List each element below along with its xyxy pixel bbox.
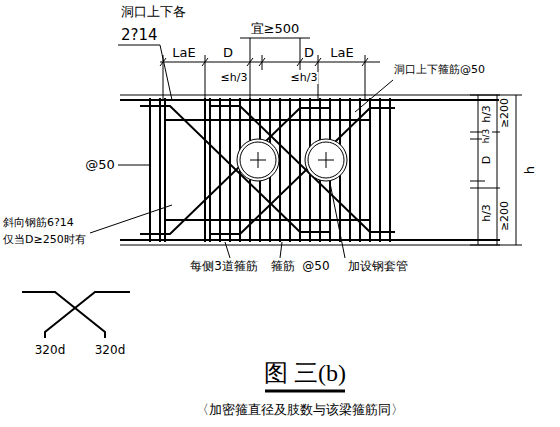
dimension-text: ≥200 [499, 97, 511, 129]
annotation-text: 宜≥500 [250, 22, 301, 36]
stirrup [289, 98, 291, 242]
annotation-text: @50 [84, 158, 116, 172]
dimension-text: D [481, 155, 493, 165]
annotation-text: 320d [34, 344, 67, 357]
stirrup [369, 98, 371, 242]
stirrup [279, 98, 281, 242]
annotation-text: @50 [301, 260, 330, 273]
stirrup [204, 98, 206, 242]
extension-line [470, 95, 522, 245]
steel-pipe [237, 139, 347, 181]
annotation-text: 每侧3道箍筋 [189, 260, 259, 273]
dimension-text: h/3 [481, 203, 493, 223]
diagonal-bar [210, 106, 395, 232]
leader-line [355, 80, 393, 112]
diagonal-bar [140, 106, 330, 232]
annotation-text: LaE [329, 46, 354, 60]
center-mark [250, 152, 334, 168]
dimension-line [516, 95, 517, 245]
stirrup [219, 98, 221, 242]
figure-title: 图 三(b) [264, 357, 346, 389]
annotation-text: 箍筋 [270, 260, 296, 273]
annotation-text: 洞口上下各 [120, 5, 187, 19]
dimension-line [497, 95, 498, 245]
leader-line [90, 205, 172, 233]
stirrup [299, 98, 301, 242]
title-underline [265, 390, 345, 393]
dimension-text: h/3 [481, 104, 493, 124]
annotation-text: D [222, 46, 234, 60]
annotation-text: ≤h/3 [290, 72, 319, 84]
annotation-text: 320d [94, 344, 127, 357]
annotation-text: 斜向钢筋6?14 [2, 217, 75, 229]
annotation-text: ≤h/3 [220, 72, 249, 84]
leader-line [118, 45, 172, 100]
dimension-text: h/3 [482, 128, 492, 144]
stirrup [164, 98, 166, 242]
dimension-text: ≥200 [499, 200, 511, 232]
stirrup [209, 98, 211, 242]
leader-line [225, 242, 230, 258]
stirrup [349, 98, 351, 242]
dimension-text: h [523, 165, 537, 175]
annotation-text: 洞口上下箍筋@50 [393, 64, 486, 76]
bent-bar-sketch [22, 292, 105, 338]
beam-edge [120, 245, 500, 246]
stirrup [149, 98, 151, 242]
stirrup [359, 98, 361, 242]
stirrup [379, 98, 381, 242]
extension-line [163, 38, 365, 100]
annotation-text: LaE [171, 46, 196, 60]
annotation-text: 2?14 [120, 27, 159, 44]
annotation-text: 仅当D≥250时有 [2, 234, 87, 246]
figure-caption: 〈加密箍直径及肢数与该梁箍筋同〉 [196, 401, 404, 419]
diagonal-bar [210, 108, 395, 234]
diagonal-bar [140, 108, 330, 234]
annotation-text: 加设钢套管 [347, 260, 409, 273]
dimension-line [160, 62, 380, 63]
annotation-text: D [303, 46, 315, 60]
leader-line [330, 183, 345, 258]
beam-edge [120, 95, 500, 96]
bent-bar-sketch [45, 292, 130, 338]
dimension-line [478, 95, 479, 245]
leader-line [118, 165, 150, 166]
stirrup [229, 98, 231, 242]
stirrup [389, 98, 391, 242]
stirrup [159, 98, 161, 242]
leader-line [280, 242, 282, 258]
